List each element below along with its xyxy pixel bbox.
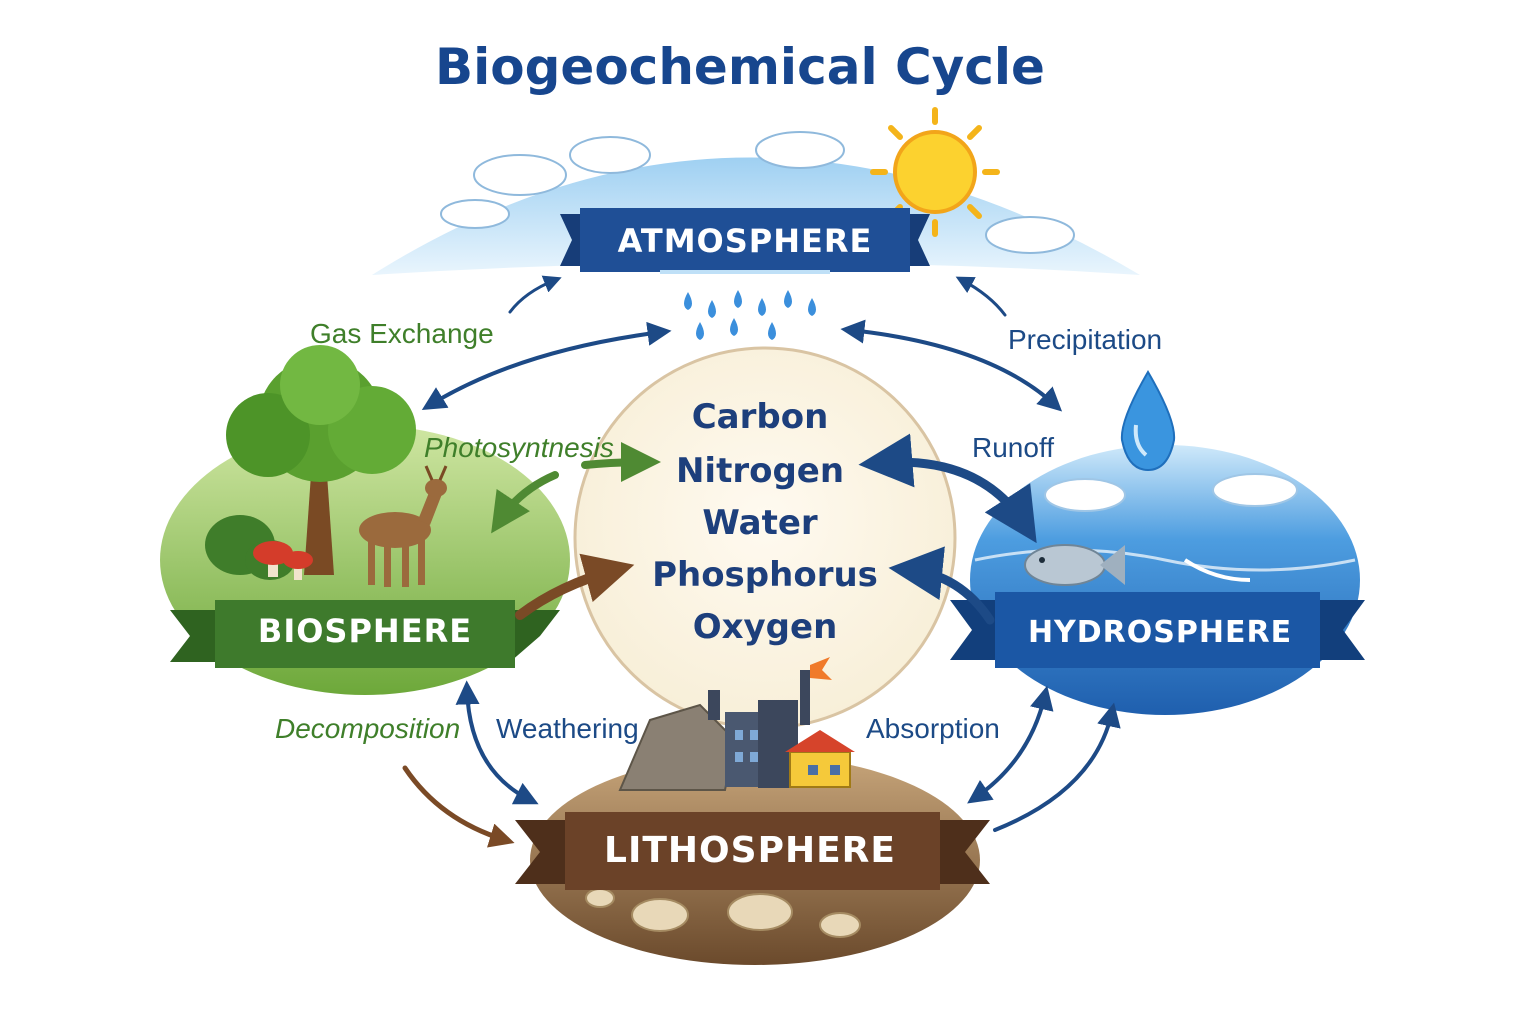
- boulder-icon: [618, 703, 737, 791]
- arrow-precipitation: [840, 319, 1063, 412]
- cloud-icon: [440, 131, 1075, 254]
- hydrosphere-banner: HYDROSPHERE: [950, 592, 1365, 668]
- arrow-absorption: [967, 685, 1054, 804]
- label-absorption: Absorption: [866, 713, 1000, 744]
- cloud-icon: [1044, 473, 1298, 512]
- deer-icon: [359, 465, 448, 587]
- rain-drop-icon: [660, 270, 830, 340]
- atmosphere-label: ATMOSPHERE: [618, 222, 873, 260]
- elements-circle: Carbon Nitrogen Water Phosphorus Oxygen: [573, 346, 957, 730]
- arrow-atmosphere-up-left: [508, 275, 562, 314]
- label-gas-exchange: Gas Exchange: [310, 318, 494, 349]
- arrow-gas-exchange: [421, 321, 672, 411]
- label-weathering: Weathering: [496, 713, 639, 744]
- fish-icon: [1024, 544, 1125, 586]
- hydrosphere-label: HYDROSPHERE: [1028, 615, 1292, 650]
- element-water: Water: [702, 503, 818, 543]
- element-carbon: Carbon: [692, 397, 829, 437]
- hydrosphere-region: HYDROSPHERE: [950, 370, 1365, 715]
- arrow-weathering: [455, 680, 539, 805]
- water-drop-icon: [1120, 370, 1176, 472]
- tree-icon: [226, 345, 416, 575]
- label-decomposition: Decomposition: [275, 713, 460, 744]
- arrow-biosphere-to-center: [515, 553, 635, 620]
- lithosphere-region: LITHOSPHERE: [515, 657, 990, 965]
- atmosphere-region: ATMOSPHERE: [372, 107, 1140, 340]
- label-runoff: Runoff: [972, 432, 1054, 463]
- label-photosynthesis: Photosyntnesis: [424, 432, 614, 463]
- house-icon: [785, 730, 855, 788]
- cycle-arrows: [402, 275, 1121, 848]
- arrow-photosynthesis-out: [491, 471, 559, 534]
- element-phosphorus: Phosphorus: [652, 555, 878, 595]
- arrow-decomposition: [402, 765, 515, 848]
- rock-icon: [585, 888, 861, 938]
- lithosphere-label: LITHOSPHERE: [604, 830, 896, 871]
- arrow-atmosphere-up-right: [955, 276, 1007, 317]
- arrow-runoff: [858, 433, 1037, 544]
- element-nitrogen: Nitrogen: [676, 451, 844, 491]
- biosphere-region: BIOSPHERE: [160, 345, 570, 695]
- biosphere-banner: BIOSPHERE: [170, 600, 560, 668]
- atmosphere-banner: ATMOSPHERE: [560, 208, 930, 272]
- arrow-hydrosphere-to-center: [888, 546, 995, 625]
- diagram-title: Biogeochemical Cycle: [435, 38, 1045, 96]
- biosphere-label: BIOSPHERE: [258, 612, 472, 650]
- label-precipitation: Precipitation: [1008, 324, 1162, 355]
- arrow-lithosphere-to-hydrosphere: [993, 702, 1121, 832]
- arrow-photosynthesis-in: [581, 442, 661, 483]
- element-oxygen: Oxygen: [693, 607, 838, 647]
- mushroom-icon: [253, 541, 313, 580]
- lithosphere-banner: LITHOSPHERE: [515, 812, 990, 890]
